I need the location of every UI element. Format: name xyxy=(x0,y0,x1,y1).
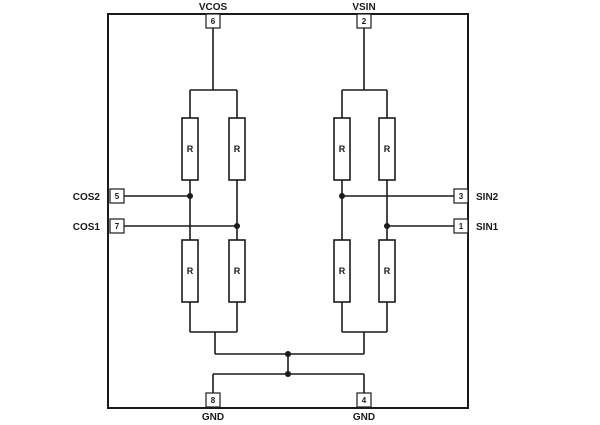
pin-number: 8 xyxy=(211,396,216,405)
resistor-label: R xyxy=(384,266,391,276)
pin-cos1: COS1 7 xyxy=(73,218,125,234)
pin-name: COS1 xyxy=(73,222,101,233)
pin-number: 6 xyxy=(211,17,216,26)
resistor-label: R xyxy=(234,266,241,276)
pin-name: COS2 xyxy=(73,192,101,203)
pin-number: 7 xyxy=(115,222,120,231)
junction-dot xyxy=(234,223,240,229)
junction-dot xyxy=(339,193,345,199)
pin-cos2: COS2 5 xyxy=(73,188,125,204)
pin-gnd-left: 8 GND xyxy=(202,392,224,423)
pin-vsin: VSIN 2 xyxy=(352,2,376,29)
resistor-right-outer-top: R xyxy=(378,117,396,181)
pin-number: 4 xyxy=(362,396,367,405)
resistor-label: R xyxy=(234,144,241,154)
junction-dot xyxy=(187,193,193,199)
resistor-right-outer-bottom: R xyxy=(378,239,396,303)
wires xyxy=(124,28,454,393)
resistor-label: R xyxy=(187,266,194,276)
resistor-left-inner-bottom: R xyxy=(228,239,246,303)
pin-number: 3 xyxy=(459,192,464,201)
junction-dot xyxy=(384,223,390,229)
resistor-label: R xyxy=(384,144,391,154)
resistor-label: R xyxy=(187,144,194,154)
junction-dots xyxy=(187,193,390,377)
pin-gnd-right: 4 GND xyxy=(353,392,375,423)
pin-name: GND xyxy=(353,412,375,423)
junction-dot xyxy=(285,371,291,377)
package-outline xyxy=(107,13,469,409)
resistor-right-inner-bottom: R xyxy=(333,239,351,303)
pin-number: 5 xyxy=(115,192,120,201)
pin-name: SIN2 xyxy=(476,192,499,203)
pin-name: SIN1 xyxy=(476,222,499,233)
resistor-left-inner-top: R xyxy=(228,117,246,181)
junction-dot xyxy=(285,351,291,357)
pin-sin1: 1 SIN1 xyxy=(453,218,499,234)
pin-sin2: 3 SIN2 xyxy=(453,188,499,204)
pin-name: VSIN xyxy=(352,2,375,13)
resistor-left-outer-top: R xyxy=(181,117,199,181)
resistor-label: R xyxy=(339,266,346,276)
pin-number: 2 xyxy=(362,17,367,26)
resistor-left-outer-bottom: R xyxy=(181,239,199,303)
resistor-label: R xyxy=(339,144,346,154)
pin-name: GND xyxy=(202,412,224,423)
resistor-right-inner-top: R xyxy=(333,117,351,181)
pin-name: VCOS xyxy=(199,2,228,13)
pin-vcos: VCOS 6 xyxy=(199,2,228,29)
pin-number: 1 xyxy=(459,222,464,231)
